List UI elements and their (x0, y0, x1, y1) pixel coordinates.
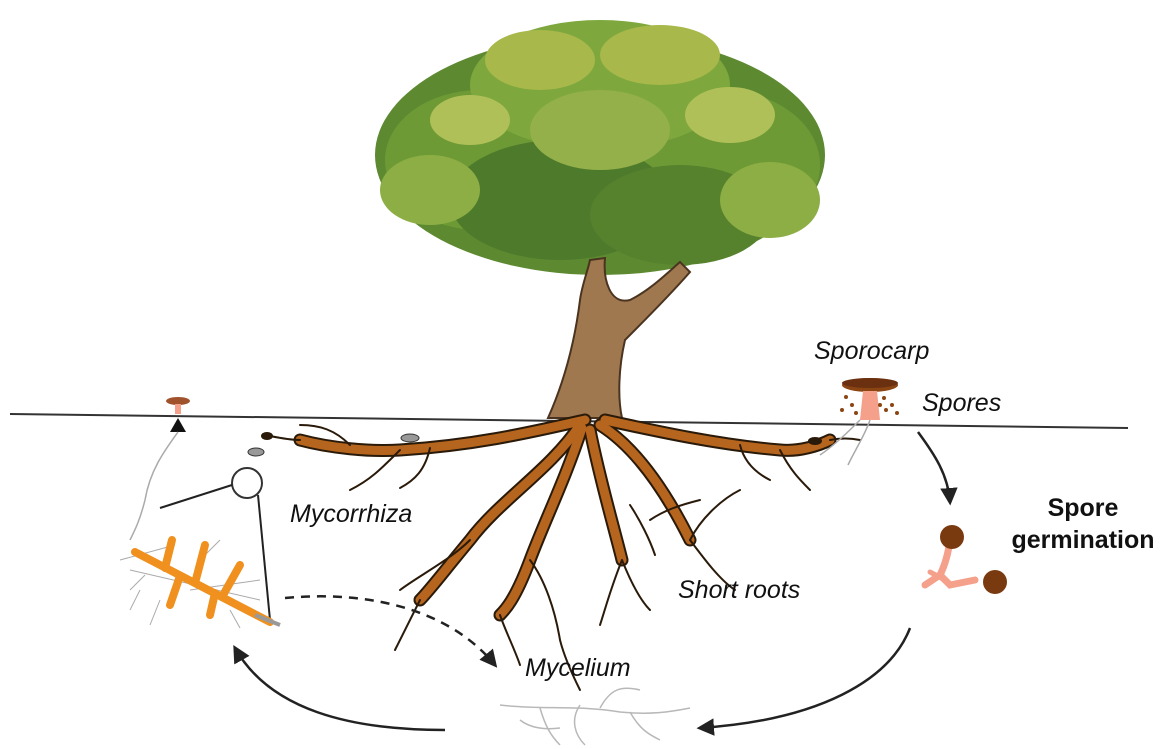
label-mycelium: Mycelium (525, 654, 631, 683)
tree-roots (248, 420, 860, 690)
label-short-roots: Short roots (678, 576, 800, 605)
mycelium (500, 688, 690, 745)
arrow-mycorrhiza-to-mycelium (285, 596, 495, 665)
label-sporocarp: Sporocarp (814, 337, 929, 366)
label-spores: Spores (922, 389, 1001, 418)
label-spore-germination-line2: germination (1011, 526, 1154, 554)
tree-trunk (548, 258, 690, 418)
arrow-germination-to-mycelium (700, 628, 910, 728)
tree-canopy (375, 20, 825, 275)
cycle-arrows (235, 432, 950, 730)
mycorrhiza-closeup (120, 468, 280, 628)
arrow-sporocarp-to-germination (918, 432, 950, 502)
sporocarp (820, 378, 898, 465)
label-mycorrhiza: Mycorrhiza (290, 500, 412, 529)
label-spore-germination-line1: Spore (1048, 494, 1119, 522)
label-spore-germination: Spore germination (1003, 492, 1163, 556)
small-sporocarp-left (130, 397, 190, 540)
arrow-mycelium-to-mycorrhiza (235, 648, 445, 730)
germinating-spores (925, 525, 1007, 594)
